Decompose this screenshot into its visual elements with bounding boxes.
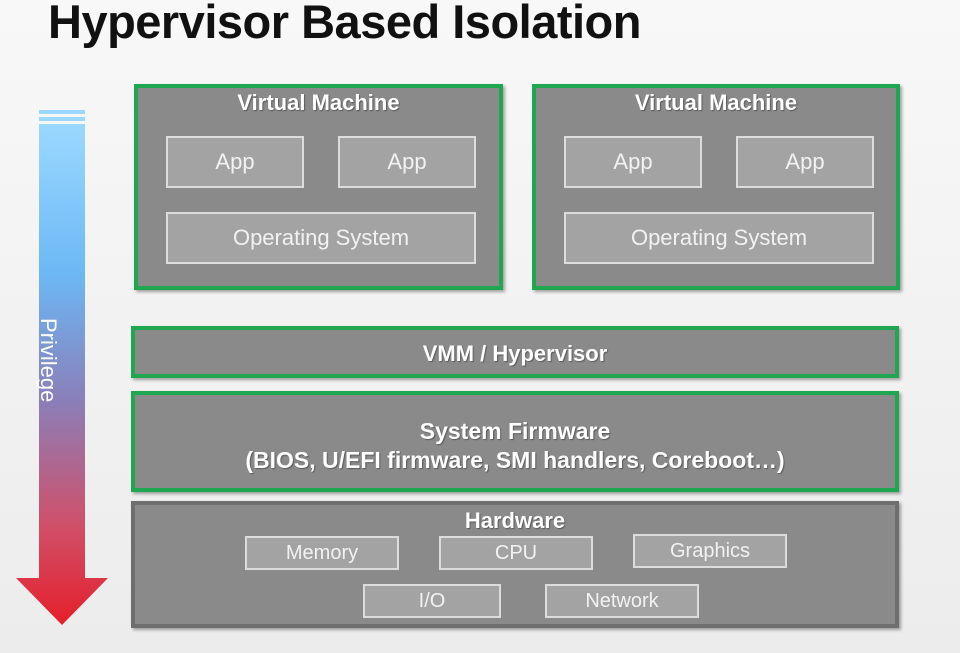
app-box: App [736, 136, 874, 188]
firmware-label: System Firmware (BIOS, U/EFI firmware, S… [135, 417, 895, 475]
vmm-hypervisor-layer: VMM / Hypervisor [131, 326, 899, 378]
vmm-label: VMM / Hypervisor [422, 341, 608, 366]
graphics-box: Graphics [633, 534, 787, 568]
vm-title: Virtual Machine [237, 90, 400, 115]
app-box: App [166, 136, 304, 188]
firmware-line-2: (BIOS, U/EFI firmware, SMI handlers, Cor… [245, 447, 785, 473]
operating-system-box: Operating System [166, 212, 476, 264]
network-box: Network [545, 584, 699, 618]
io-box: I/O [363, 584, 501, 618]
cpu-box: CPU [439, 536, 593, 570]
page-title: Hypervisor Based Isolation [48, 0, 641, 48]
operating-system-box: Operating System [564, 212, 874, 264]
app-box: App [338, 136, 476, 188]
hardware-layer: Hardware Memory CPU Graphics I/O Network [131, 501, 899, 628]
system-firmware-layer: System Firmware (BIOS, U/EFI firmware, S… [131, 391, 899, 492]
virtual-machine-1: Virtual Machine App App Operating System [134, 84, 503, 290]
memory-box: Memory [245, 536, 399, 570]
privilege-label: Privilege [36, 318, 61, 403]
virtual-machine-2: Virtual Machine App App Operating System [532, 84, 900, 290]
app-box: App [564, 136, 702, 188]
firmware-line-1: System Firmware [419, 418, 611, 444]
privilege-arrow [16, 110, 108, 625]
hardware-title: Hardware [464, 508, 566, 533]
vm-title: Virtual Machine [634, 90, 798, 115]
